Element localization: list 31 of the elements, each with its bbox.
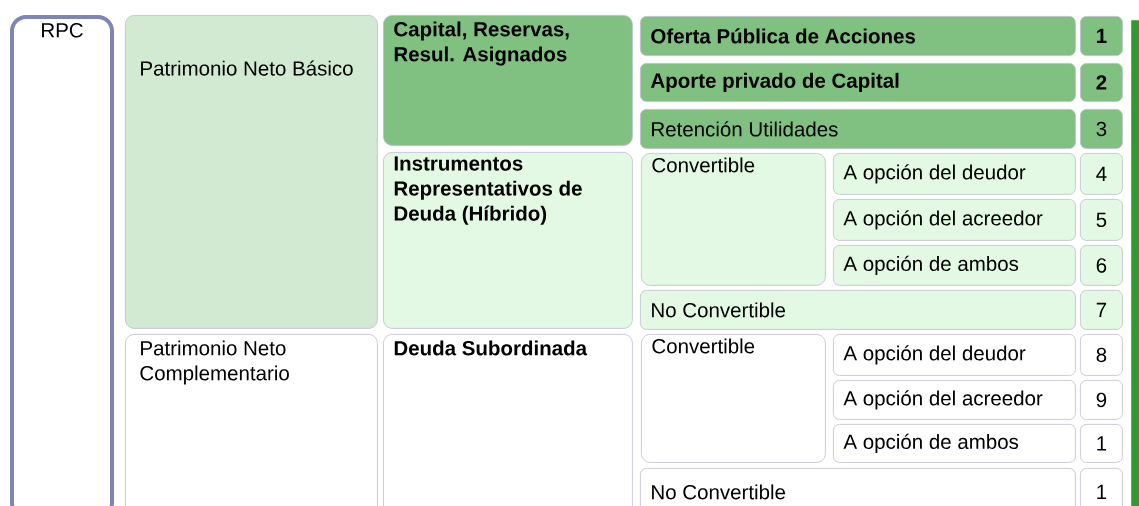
number-box: 1: [1080, 468, 1123, 506]
number-box: 3: [1080, 109, 1123, 149]
category-box: Convertible: [641, 153, 826, 286]
item-box: Aporte privado de Capital: [640, 63, 1076, 102]
item-box: A opción de ambos: [833, 424, 1076, 463]
category-box: Patrimonio Neto Básico: [125, 15, 378, 329]
number-box: 6: [1080, 245, 1123, 286]
side-bar: [1131, 20, 1139, 506]
item-box: No Convertible: [640, 468, 1076, 506]
item-box: A opción del acreedor: [833, 380, 1076, 420]
number-box: 9: [1080, 380, 1123, 420]
category-box: Capital, Reservas, Resul. Asignados: [383, 15, 633, 146]
category-box: Convertible: [641, 334, 826, 463]
item-box: A opción de ambos: [833, 245, 1076, 286]
number-box: 4: [1080, 153, 1123, 195]
item-box: No Convertible: [640, 290, 1076, 330]
number-box: 2: [1080, 63, 1123, 102]
item-box: A opción del acreedor: [833, 199, 1076, 241]
category-box: Instrumentos Representativos de Deuda (Híbrido): [383, 152, 633, 329]
item-box: A opción del deudor: [833, 153, 1076, 195]
category-box: RPC: [10, 15, 114, 506]
number-box: 7: [1080, 290, 1123, 330]
number-box: 8: [1080, 334, 1123, 376]
item-box: Retención Utilidades: [640, 109, 1076, 149]
number-box: 1: [1080, 16, 1123, 56]
number-box: 1: [1080, 424, 1123, 463]
item-box: Oferta Pública de Acciones: [640, 16, 1076, 56]
number-box: 5: [1080, 199, 1123, 241]
category-box: Patrimonio Neto Complementario: [125, 334, 378, 506]
category-box: Deuda Subordinada: [383, 334, 633, 506]
item-box: A opción del deudor: [833, 334, 1076, 376]
